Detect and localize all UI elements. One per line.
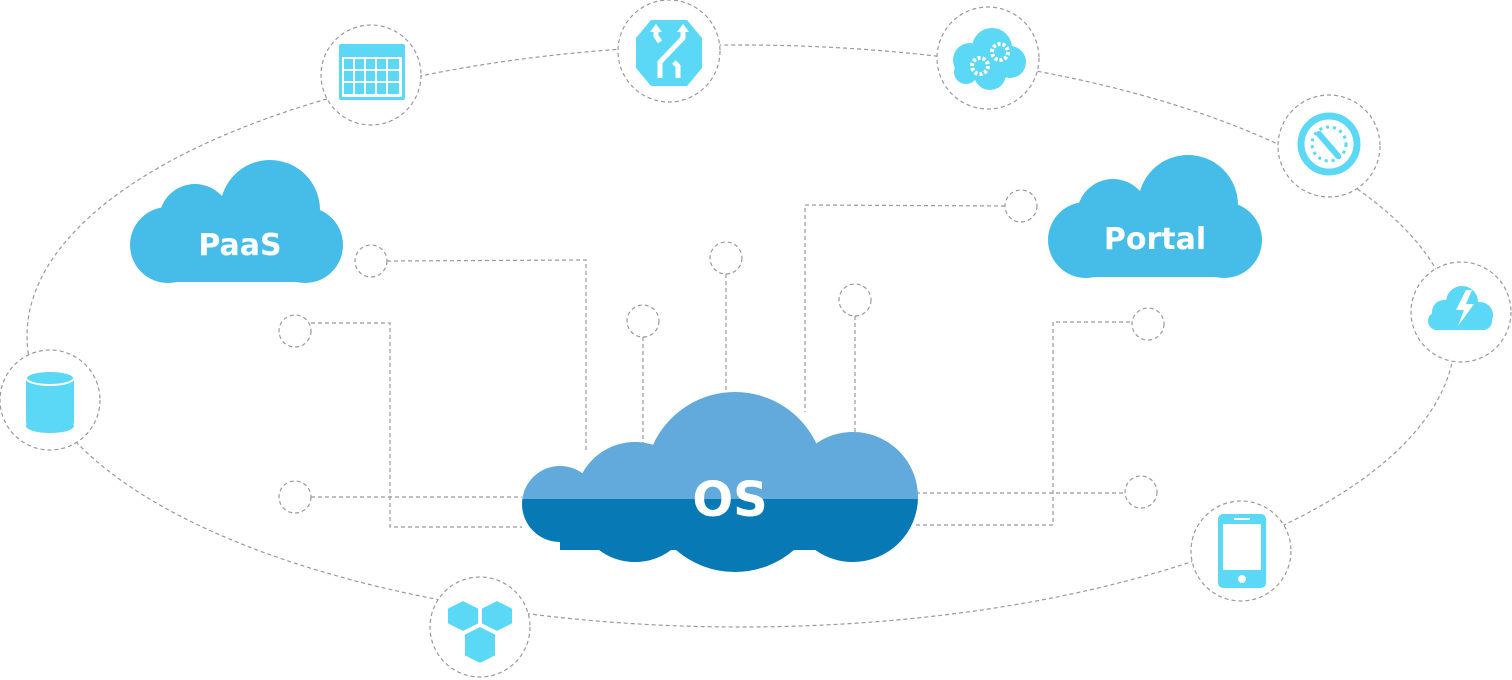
cloud-lightning-icon — [1410, 261, 1512, 363]
table-icon — [320, 24, 422, 126]
merge-arrows-icon — [617, 0, 721, 103]
portal-label: Portal — [1104, 222, 1206, 257]
connector-node — [1131, 307, 1165, 341]
portal-cloud: Portal — [1048, 155, 1262, 278]
gauge-icon — [1277, 94, 1381, 198]
paas-label: PaaS — [198, 228, 281, 263]
connector-node — [354, 244, 388, 278]
os-label: OS — [692, 472, 767, 528]
database-icon — [0, 349, 101, 451]
connector-node — [709, 241, 743, 275]
connector-node — [278, 480, 312, 514]
paas-cloud: PaaS — [130, 160, 343, 283]
connector-node — [1124, 475, 1158, 509]
connector-nodes — [278, 189, 1165, 514]
cubes-icon — [429, 576, 531, 678]
os-cloud: OS — [522, 392, 918, 572]
cloud-gears-icon — [936, 6, 1040, 110]
connector-node — [838, 283, 872, 317]
connector-node — [626, 304, 660, 338]
connector-lines — [311, 204, 1132, 528]
connector-node — [278, 314, 312, 348]
connector-node — [1004, 189, 1038, 223]
mobile-phone-icon — [1190, 500, 1292, 602]
